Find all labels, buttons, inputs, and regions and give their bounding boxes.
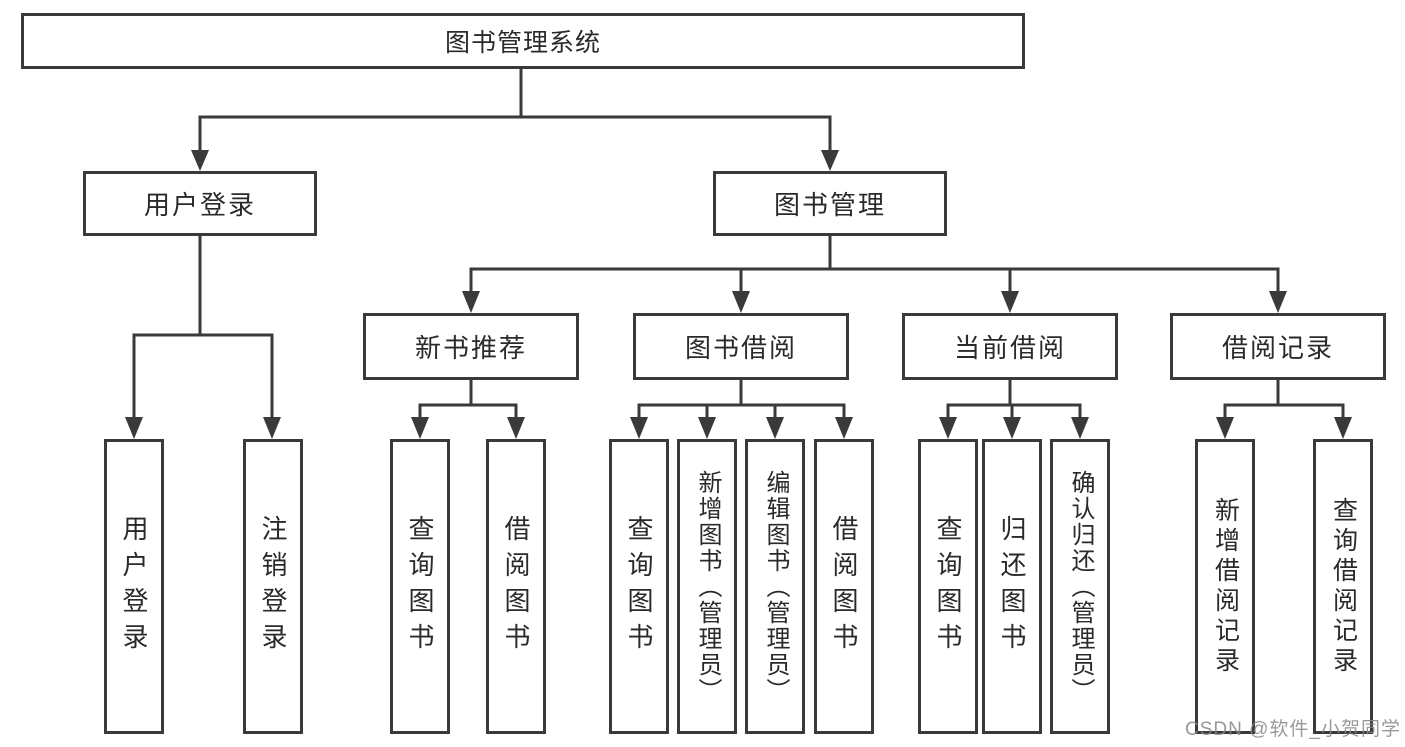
leaf-confirm-return-admin: 确认归还（管理员）	[1050, 439, 1110, 734]
leaf-label: 借阅图书	[829, 514, 859, 659]
leaf-label: 查询图书	[624, 514, 654, 659]
leaf-user-login: 用户登录	[104, 439, 164, 734]
leaf-label: 用户登录	[119, 514, 149, 659]
node-label: 借阅记录	[1221, 333, 1334, 363]
node-book-borrow: 图书借阅	[633, 313, 849, 380]
leaf-label: 归还图书	[997, 514, 1027, 659]
connector-new-book	[411, 379, 525, 439]
connector-book-borrow	[630, 379, 853, 439]
leaf-label: 新增图书（管理员）	[694, 469, 721, 704]
connector-current-borrow	[939, 379, 1089, 439]
leaf-logout: 注销登录	[243, 439, 303, 734]
leaf-add-book-admin: 新增图书（管理员）	[677, 439, 737, 734]
leaf-label: 新增借阅记录	[1211, 496, 1240, 677]
node-label: 当前借阅	[953, 333, 1066, 363]
connector-root	[191, 69, 839, 171]
leaf-label: 查询借阅记录	[1329, 496, 1358, 677]
connector-user-login	[125, 235, 281, 439]
leaf-label: 查询图书	[933, 514, 963, 659]
node-current-borrow: 当前借阅	[902, 313, 1118, 380]
node-label: 图书管理系统	[444, 29, 601, 57]
leaf-query-borrow-record: 查询借阅记录	[1313, 439, 1373, 734]
node-label: 新书推荐	[414, 333, 527, 363]
node-label: 用户登录	[143, 190, 256, 220]
node-user-login: 用户登录	[83, 171, 317, 236]
leaf-query-book: 查询图书	[609, 439, 669, 734]
leaf-label: 查询图书	[405, 514, 435, 659]
leaf-label: 借阅图书	[501, 514, 531, 659]
node-root-library-system: 图书管理系统	[21, 13, 1025, 69]
node-book-management: 图书管理	[713, 171, 947, 236]
node-new-book-recommend: 新书推荐	[363, 313, 579, 380]
leaf-borrow-book: 借阅图书	[814, 439, 874, 734]
leaf-return-book: 归还图书	[982, 439, 1042, 734]
connector-book-management	[462, 235, 1287, 313]
connector-borrow-record	[1216, 379, 1352, 439]
node-label: 图书管理	[773, 190, 886, 220]
leaf-label: 确认归还（管理员）	[1067, 469, 1094, 704]
leaf-borrow-book-recommend: 借阅图书	[486, 439, 546, 734]
leaf-query-book-current: 查询图书	[918, 439, 978, 734]
csdn-watermark: CSDN @软件_小贺同学	[1185, 719, 1401, 740]
leaf-query-book-recommend: 查询图书	[390, 439, 450, 734]
leaf-add-borrow-record: 新增借阅记录	[1195, 439, 1255, 734]
leaf-label: 注销登录	[258, 514, 288, 659]
node-label: 图书借阅	[684, 333, 797, 363]
node-borrow-record: 借阅记录	[1170, 313, 1386, 380]
leaf-edit-book-admin: 编辑图书（管理员）	[745, 439, 805, 734]
leaf-label: 编辑图书（管理员）	[762, 469, 789, 704]
